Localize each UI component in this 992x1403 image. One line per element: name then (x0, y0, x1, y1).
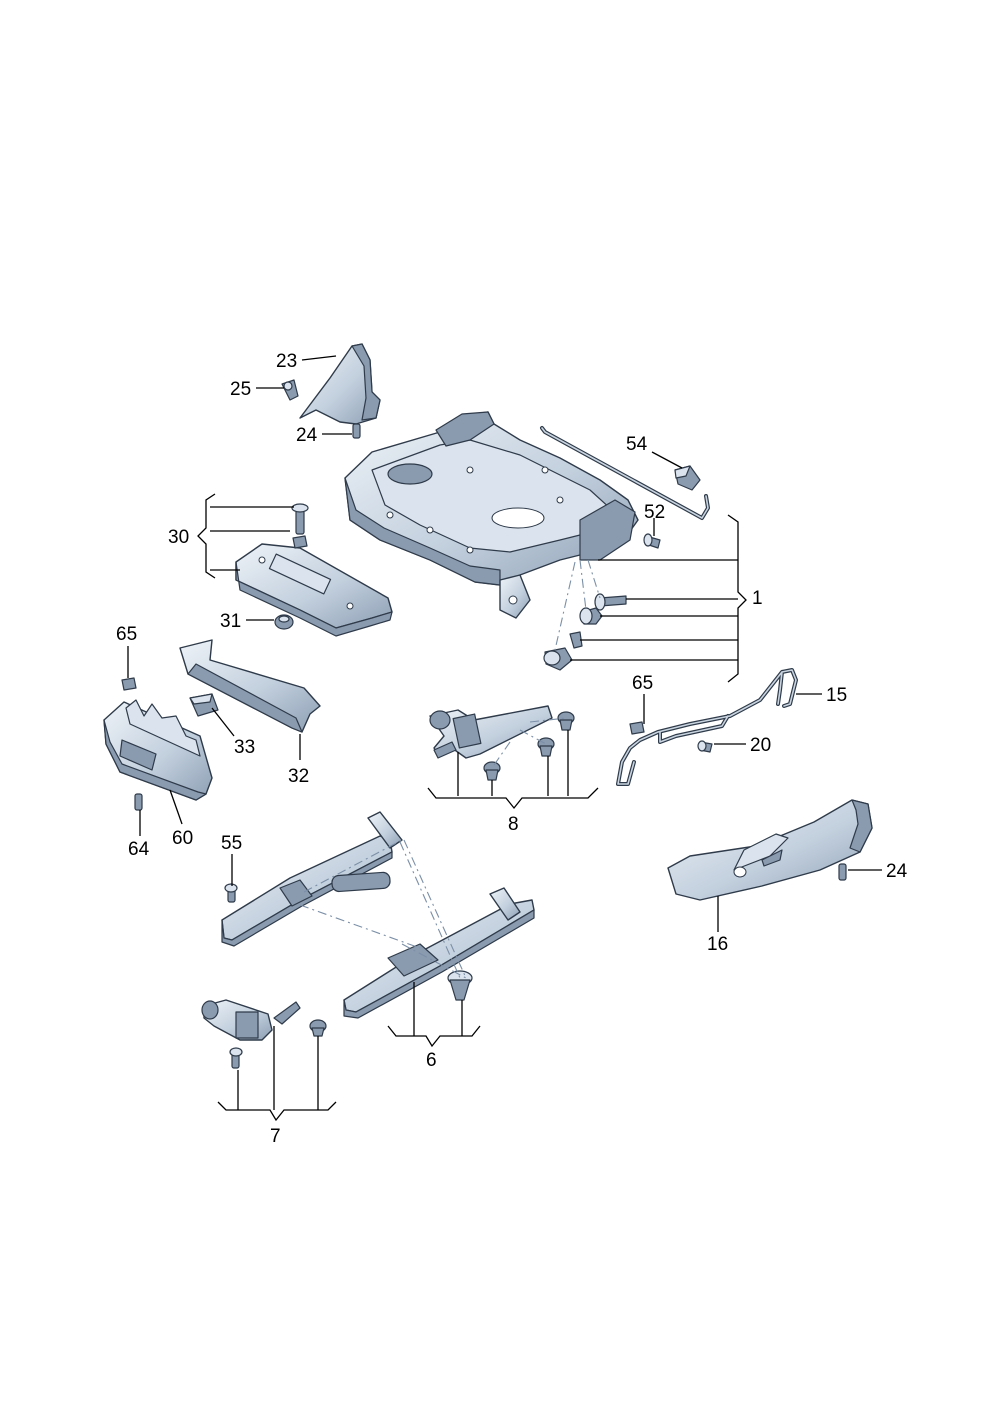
seat-rails (221, 811, 535, 1019)
motor-assembly-8 (429, 705, 553, 759)
tray-screw (291, 503, 309, 535)
clip-65-left (121, 677, 137, 691)
callout-60: 60 (172, 828, 193, 849)
callout-labels: 1 6 7 8 15 16 20 23 24 24 25 30 31 32 33… (116, 351, 908, 1147)
callout-52: 52 (644, 502, 665, 523)
bolt-7a (309, 1019, 327, 1037)
callout-64: 64 (128, 839, 150, 860)
callout-65-left: 65 (116, 624, 137, 645)
callout-30: 30 (168, 527, 189, 548)
callout-25: 25 (230, 379, 251, 400)
frame-screw (594, 593, 627, 611)
callout-33: 33 (234, 737, 255, 758)
leader-lines (127, 355, 882, 1122)
callout-65-right: 65 (632, 673, 653, 694)
callout-54: 54 (626, 434, 648, 455)
seat-frame (344, 411, 639, 619)
hinge-cover (299, 343, 381, 425)
callout-24-right: 24 (886, 861, 908, 882)
switch-housing (103, 699, 213, 801)
callout-1: 1 (752, 588, 763, 609)
pin-24-top (352, 423, 361, 439)
side-trim-panel (667, 799, 873, 901)
clip-33 (189, 693, 219, 717)
clip-25 (281, 379, 299, 401)
screw-7b (229, 1047, 243, 1069)
rail-bolt (447, 970, 473, 1001)
callout-16: 16 (707, 934, 728, 955)
callout-23: 23 (276, 351, 297, 372)
motor-assembly-7 (201, 999, 301, 1041)
callout-8: 8 (508, 814, 519, 835)
bolt-8a (557, 711, 575, 731)
pin-24-right (838, 863, 847, 881)
callout-31: 31 (220, 611, 241, 632)
callout-32: 32 (288, 766, 309, 787)
connector (674, 465, 701, 491)
tray-clip (292, 535, 308, 549)
callout-20: 20 (750, 735, 771, 756)
screw-52 (643, 533, 661, 549)
callout-55: 55 (221, 833, 242, 854)
frame-nut (579, 607, 603, 625)
nut-31 (274, 614, 294, 630)
screw-55 (224, 883, 238, 903)
bolt-8c (483, 761, 501, 781)
screw-64 (134, 793, 143, 811)
bowden-cable (616, 668, 798, 786)
under-seat-tray (235, 543, 393, 637)
callout-24-top: 24 (296, 425, 318, 446)
seat-rod (540, 426, 710, 520)
callout-6: 6 (426, 1050, 437, 1071)
trim-panel (179, 639, 321, 733)
frame-rivet (543, 631, 583, 671)
screw-20 (697, 740, 713, 753)
callout-15: 15 (826, 685, 847, 706)
callout-7: 7 (270, 1126, 281, 1147)
bolt-8b (537, 737, 555, 757)
clip-65-right (629, 721, 645, 735)
